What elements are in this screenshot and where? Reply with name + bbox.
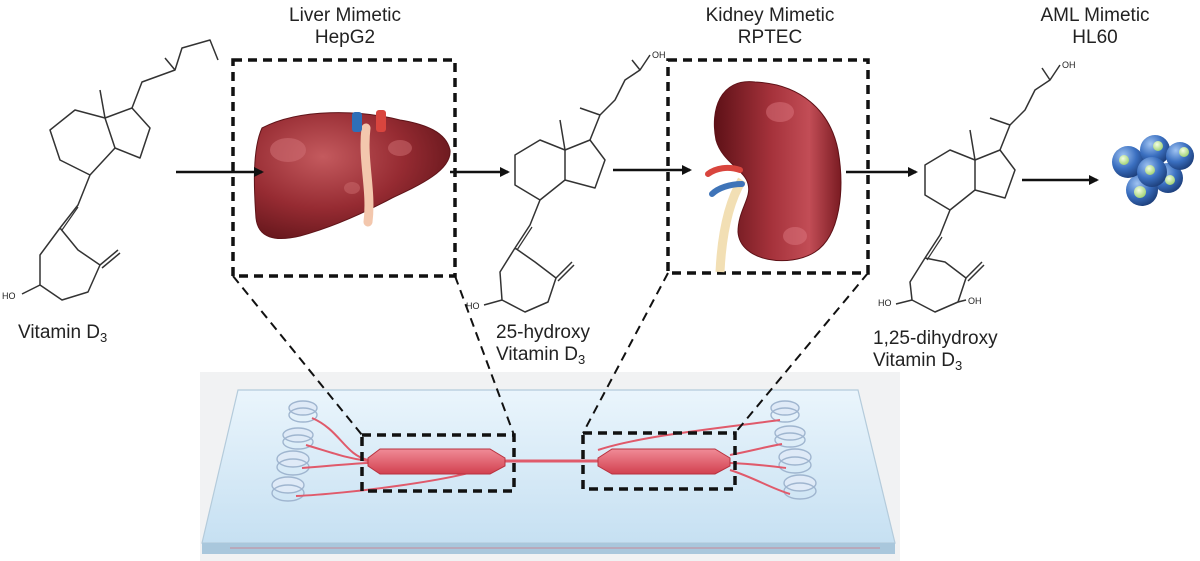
compound-1-subscript: 3 — [100, 330, 108, 345]
molecule-vitamin-d3 — [21, 39, 219, 301]
kidney-zoom-box — [666, 58, 870, 275]
liver-cell-line: HepG2 — [314, 27, 376, 48]
mol2-oh-label: OH — [652, 50, 666, 60]
mol2-ho-label: HO — [466, 301, 480, 311]
compound-1-name: Vitamin D — [18, 322, 101, 343]
microfluidic-chip — [200, 372, 900, 561]
mol1-ho-label: HO — [2, 291, 16, 301]
hl60-cell-cluster — [1112, 135, 1194, 206]
chip-ports-left — [271, 400, 318, 502]
compound-2-subscript: 3 — [578, 352, 586, 367]
kidney-chamber — [597, 448, 731, 475]
compound-label-25-hydroxy: 25-hydroxy Vitamin D3 — [496, 322, 590, 371]
mol3-oh-top-label: OH — [1062, 60, 1076, 70]
mol3-oh-bottom-label: OH — [968, 296, 982, 306]
kidney-title: Kidney Mimetic — [705, 5, 835, 26]
compound-2-name: Vitamin D — [496, 344, 579, 365]
mol3-ho-label: HO — [878, 298, 892, 308]
molecule-1-25-dihydroxy-vitamin-d3 — [895, 64, 1061, 313]
liver-title: Liver Mimetic — [289, 5, 401, 26]
compound-3-subscript: 3 — [955, 358, 963, 373]
kidney-illustration — [705, 81, 842, 273]
chip-ports-right — [770, 400, 817, 500]
compound-3-line1: 1,25-dihydroxy — [873, 328, 998, 349]
process-arrows — [176, 165, 1099, 185]
compound-label-vitamin-d3: Vitamin D3 — [18, 322, 107, 349]
aml-title-block: AML Mimetic HL60 — [1015, 5, 1175, 49]
kidney-cell-line: RPTEC — [737, 27, 803, 48]
molecule-25-hydroxy-vitamin-d3 — [483, 54, 651, 313]
kidney-chamber-box — [581, 431, 737, 491]
compound-label-1-25-dihydroxy: 1,25-dihydroxy Vitamin D3 — [873, 328, 998, 377]
kidney-title-block: Kidney Mimetic RPTEC — [680, 5, 860, 49]
compound-3-name: Vitamin D — [873, 350, 956, 371]
liver-chamber-box — [360, 433, 516, 493]
aml-title: AML Mimetic — [1040, 5, 1150, 26]
liver-title-block: Liver Mimetic HepG2 — [255, 5, 435, 49]
aml-cell-line: HL60 — [1072, 27, 1118, 48]
compound-2-line1: 25-hydroxy — [496, 322, 590, 343]
zoom-frames — [231, 58, 870, 493]
liver-chamber — [367, 448, 506, 475]
liver-zoom-box — [231, 58, 457, 278]
liver-illustration — [253, 110, 451, 240]
